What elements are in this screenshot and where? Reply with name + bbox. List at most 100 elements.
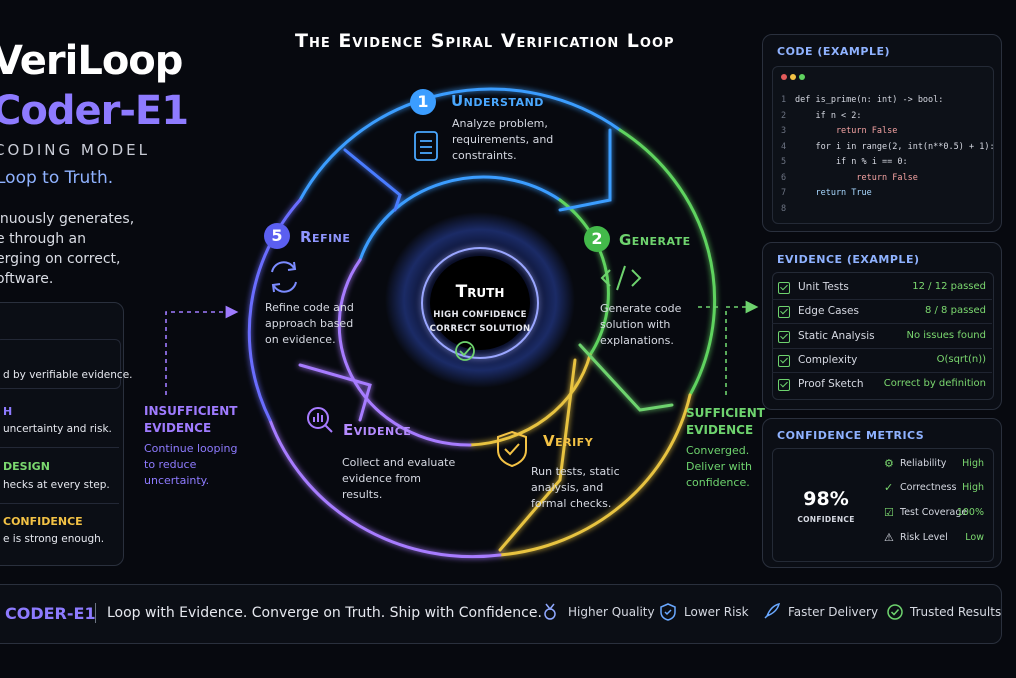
footer-brand: CODER-E1 bbox=[5, 604, 96, 623]
stage-desc-line: analysis, and bbox=[531, 481, 604, 494]
stage-title-generate: Generate bbox=[619, 231, 691, 249]
evidence-row: Edge Cases 8 / 8 passed bbox=[772, 301, 992, 324]
stage-title-verify: Verify bbox=[543, 432, 594, 450]
check-icon bbox=[778, 331, 790, 343]
arrow-verify-evidence bbox=[498, 358, 577, 552]
warning-icon: ⚠ bbox=[884, 531, 894, 544]
brand-subtitle: CODING MODEL bbox=[0, 141, 150, 159]
metric-value: 100% bbox=[956, 507, 984, 518]
brand-name-line2: Coder-E1 bbox=[0, 88, 189, 134]
metric-label: Correctness bbox=[900, 482, 957, 493]
stage-desc-line: Run tests, static bbox=[531, 465, 620, 478]
inner-ring-purple bbox=[337, 258, 472, 447]
evidence-value: O(sqrt(n)) bbox=[936, 354, 986, 365]
stage-desc-evidence: Collect and evaluate evidence from resul… bbox=[342, 455, 455, 503]
principle-text: d by verifiable evidence. bbox=[3, 369, 133, 381]
checkbox-icon: ☑ bbox=[884, 506, 894, 519]
principles-panel: d by verifiable evidence. H uncertainty … bbox=[0, 302, 133, 566]
inner-ring-yellow bbox=[468, 353, 592, 447]
evidence-label: Edge Cases bbox=[798, 305, 859, 317]
window-minimize-dot bbox=[790, 74, 796, 80]
sufficient-desc-line: Converged. bbox=[686, 444, 750, 457]
code-line: 6 return False bbox=[781, 173, 918, 183]
arrow-refine-understand bbox=[343, 148, 402, 212]
gear-icon: ⚙ bbox=[884, 457, 894, 470]
center-subtitle-line: CORRECT SOLUTION bbox=[429, 324, 531, 334]
brand-description-line: oftware. bbox=[0, 271, 54, 287]
stage-desc-line: constraints. bbox=[452, 149, 517, 162]
shield-check-icon bbox=[497, 430, 527, 468]
brand-tagline: Loop to Truth. bbox=[0, 168, 114, 188]
insufficient-evidence-block: INSUFFICIENT EVIDENCE Continue looping t… bbox=[144, 403, 237, 489]
inner-ring-blue bbox=[358, 175, 562, 262]
code-panel-header: CODE (EXAMPLE) bbox=[777, 45, 890, 58]
center-title: Truth bbox=[455, 282, 505, 302]
evidence-panel-header: EVIDENCE (EXAMPLE) bbox=[777, 253, 920, 266]
center-subtitle-line: HIGH CONFIDENCE bbox=[433, 310, 527, 320]
footer-item-risk: Lower Risk bbox=[684, 605, 749, 619]
metric-label: Reliability bbox=[900, 458, 947, 469]
evidence-label: Proof Sketch bbox=[798, 378, 864, 390]
sufficient-desc-line: confidence. bbox=[686, 476, 750, 489]
confidence-percent: 98% bbox=[803, 488, 849, 510]
ring-segment-evidence bbox=[268, 418, 502, 559]
check-icon bbox=[778, 306, 790, 318]
check-circle-icon: ✓ bbox=[884, 481, 894, 494]
insufficient-title-line: EVIDENCE bbox=[144, 421, 212, 435]
insufficient-desc-line: uncertainty. bbox=[144, 474, 210, 487]
brand-description-line: e through an bbox=[0, 231, 86, 247]
shield-icon bbox=[660, 603, 676, 621]
evidence-label: Unit Tests bbox=[798, 281, 849, 293]
ring-segment-verify bbox=[498, 393, 692, 557]
insufficient-title-line: INSUFFICIENT bbox=[144, 404, 238, 418]
sufficient-desc-line: Deliver with bbox=[686, 460, 752, 473]
code-icon bbox=[600, 265, 642, 291]
stage-title-refine: Refine bbox=[300, 228, 351, 246]
principle-text: uncertainty and risk. bbox=[3, 423, 112, 435]
stage-desc-line: requirements, and bbox=[452, 133, 554, 146]
footer-item-quality: Higher Quality bbox=[568, 605, 655, 619]
metric-label: Risk Level bbox=[900, 532, 948, 543]
arrow-understand-generate bbox=[558, 128, 612, 212]
evidence-value: 8 / 8 passed bbox=[924, 305, 986, 316]
evidence-panel: EVIDENCE (EXAMPLE) bbox=[762, 242, 1002, 410]
evidence-row: Unit Tests 12 / 12 passed bbox=[772, 277, 992, 300]
stage-title-evidence: Evidence bbox=[343, 421, 412, 439]
stage-desc-line: Analyze problem, bbox=[452, 117, 548, 130]
metric-label: Test Coverage bbox=[900, 507, 968, 518]
brand-name-line1: VeriLoop bbox=[0, 38, 183, 84]
code-line: 5 if n % i == 0: bbox=[781, 157, 908, 167]
medal-icon bbox=[544, 603, 556, 620]
code-line: 4 for i in range(2, int(n**0.5) + 1): bbox=[781, 142, 995, 152]
stage-desc-line: approach based bbox=[265, 317, 354, 330]
insufficient-dashed-arrow bbox=[165, 305, 239, 395]
ring-segment-understand bbox=[298, 87, 622, 202]
check-circle-icon bbox=[887, 604, 903, 620]
stage-desc-refine: Refine code and approach based on eviden… bbox=[265, 300, 354, 348]
stage-number-generate: 2 bbox=[584, 226, 610, 252]
footer-tagline: Loop with Evidence. Converge on Truth. S… bbox=[107, 605, 542, 621]
stage-desc-generate: Generate code solution with explanations… bbox=[600, 301, 681, 349]
stage-number-understand: 1 bbox=[410, 89, 436, 115]
principle-title: H bbox=[3, 405, 13, 418]
brand-description: inuously generates, e through an erging … bbox=[0, 209, 134, 289]
magnifier-chart-icon bbox=[307, 407, 333, 433]
metric-row: ⚙ Reliability High bbox=[884, 457, 994, 477]
brand-description-line: erging on correct, bbox=[0, 251, 121, 267]
metric-value: High bbox=[962, 458, 984, 469]
stage-desc-verify: Run tests, static analysis, and formal c… bbox=[531, 464, 620, 512]
principle-text: hecks at every step. bbox=[3, 479, 110, 491]
stage-desc-line: solution with bbox=[600, 318, 671, 331]
confidence-panel-header: CONFIDENCE METRICS bbox=[777, 429, 925, 442]
evidence-value: 12 / 12 passed bbox=[912, 281, 986, 292]
evidence-value: No issues found bbox=[906, 330, 986, 341]
footer-divider bbox=[95, 603, 96, 623]
footer-item-trusted: Trusted Results bbox=[910, 605, 1002, 619]
stage-desc-line: formal checks. bbox=[531, 497, 612, 510]
